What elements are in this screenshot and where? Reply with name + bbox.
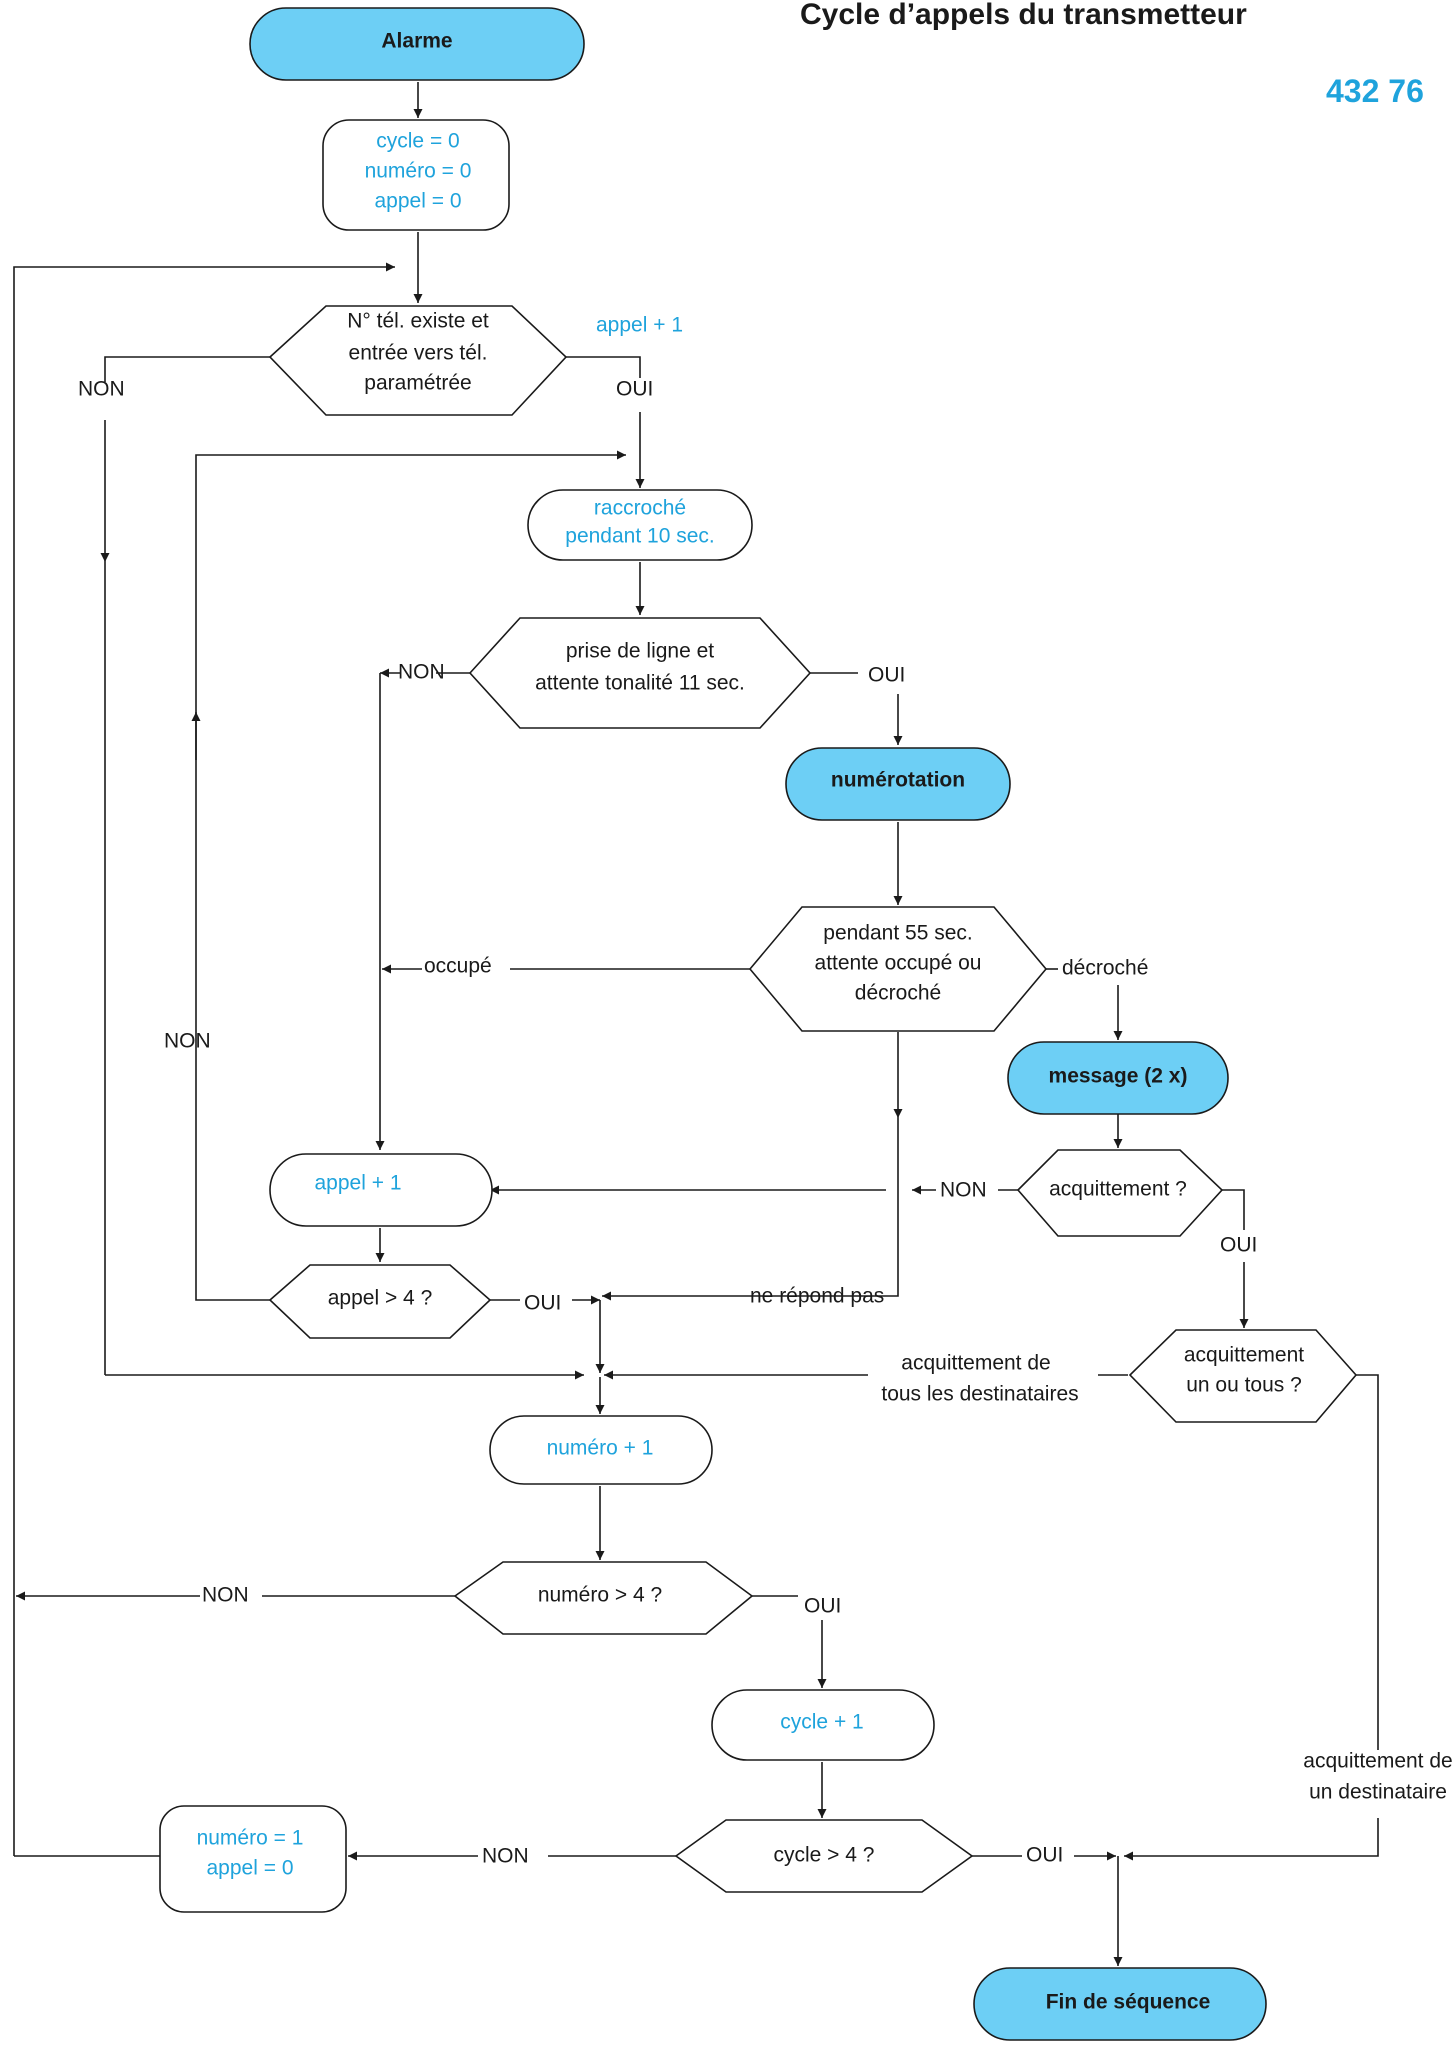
alarme-label: Alarme bbox=[381, 30, 452, 53]
message-label: message (2 x) bbox=[1049, 1065, 1188, 1088]
node-appel-plus: appel + 1 bbox=[269, 1153, 493, 1227]
node-attente: pendant 55 sec. attente occupé ou décroc… bbox=[748, 906, 1048, 1032]
acq-un-tous-line2: un ou tous ? bbox=[1186, 1374, 1302, 1397]
numero-plus-label: numéro + 1 bbox=[547, 1437, 654, 1460]
label-prise-oui: OUI bbox=[868, 664, 905, 687]
node-message: message (2 x) bbox=[1007, 1041, 1229, 1115]
attente-line1: pendant 55 sec. bbox=[823, 922, 972, 945]
node-numero-gt: numéro > 4 ? bbox=[453, 1561, 754, 1635]
fin-label: Fin de séquence bbox=[1046, 1991, 1211, 2014]
label-ne-repond-pas: ne répond pas bbox=[750, 1285, 884, 1308]
node-appel-gt: appel > 4 ? bbox=[268, 1264, 492, 1339]
node-raccroche: raccroché pendant 10 sec. bbox=[527, 489, 753, 561]
loop-return-line bbox=[13, 262, 395, 1856]
connectors bbox=[13, 82, 1379, 1966]
node-numerotation: numérotation bbox=[785, 747, 1011, 821]
label-cycle-oui: OUI bbox=[1026, 1844, 1063, 1867]
init-cycle: cycle = 0 bbox=[376, 130, 459, 153]
line-tel-oui bbox=[566, 356, 641, 378]
node-fin: Fin de séquence bbox=[973, 1967, 1267, 2041]
init-appel: appel = 0 bbox=[375, 190, 462, 213]
reset-appel: appel = 0 bbox=[207, 1857, 294, 1880]
node-acquittement: acquittement ? bbox=[1016, 1149, 1224, 1237]
attente-line2: attente occupé ou bbox=[815, 952, 982, 975]
raccroche-line2: pendant 10 sec. bbox=[565, 525, 714, 548]
tel-exists-line1: N° tél. existe et bbox=[347, 310, 489, 333]
acquittement-label: acquittement ? bbox=[1049, 1178, 1187, 1201]
label-numero-non: NON bbox=[202, 1584, 249, 1607]
node-tel-exists: N° tél. existe et entrée vers tél. param… bbox=[268, 305, 568, 416]
label-acq-un-2: un destinataire bbox=[1309, 1781, 1447, 1804]
arrow-acq-un bbox=[1124, 1818, 1379, 1861]
appel-plus-label: appel + 1 bbox=[315, 1172, 402, 1195]
node-numero-plus: numéro + 1 bbox=[489, 1415, 713, 1485]
init-numero: numéro = 0 bbox=[365, 160, 472, 183]
node-init: cycle = 0 numéro = 0 appel = 0 bbox=[322, 119, 510, 231]
label-occupe: occupé bbox=[424, 955, 492, 978]
cycle-gt-label: cycle > 4 ? bbox=[774, 1844, 875, 1867]
label-cycle-non: NON bbox=[482, 1845, 529, 1868]
numero-gt-label: numéro > 4 ? bbox=[538, 1584, 662, 1607]
page-title: Cycle d’appels du transmetteur bbox=[800, 0, 1247, 31]
label-prise-non: NON bbox=[398, 661, 445, 684]
node-acq-un-tous: acquittement un ou tous ? bbox=[1128, 1329, 1358, 1423]
label-acq-un-1: acquittement de bbox=[1303, 1750, 1452, 1773]
line-tel-non bbox=[104, 356, 270, 382]
label-appel-plus-1: appel + 1 bbox=[596, 314, 683, 337]
attente-line3: décroché bbox=[855, 982, 941, 1005]
loop-appel-back bbox=[195, 450, 626, 1301]
cycle-plus-label: cycle + 1 bbox=[780, 1711, 863, 1734]
label-acq-tous-1: acquittement de bbox=[901, 1352, 1050, 1375]
prise-line2: attente tonalité 11 sec. bbox=[535, 672, 745, 695]
reset-numero: numéro = 1 bbox=[197, 1827, 304, 1850]
reference-number: 432 76 bbox=[1326, 73, 1424, 109]
node-cycle-gt: cycle > 4 ? bbox=[674, 1819, 974, 1893]
label-acq-oui: OUI bbox=[1220, 1234, 1257, 1257]
tel-exists-line3: paramétrée bbox=[364, 372, 471, 395]
raccroche-line1: raccroché bbox=[594, 497, 686, 520]
label-loop-non: NON bbox=[164, 1030, 211, 1053]
node-cycle-plus: cycle + 1 bbox=[711, 1689, 935, 1761]
line-acq-oui bbox=[1222, 1189, 1245, 1230]
acq-un-tous-line1: acquittement bbox=[1184, 1344, 1304, 1367]
line-ne-repond bbox=[748, 1118, 899, 1297]
node-alarme: Alarme bbox=[249, 7, 585, 81]
prise-line1: prise de ligne et bbox=[566, 640, 714, 663]
label-tel-non: NON bbox=[78, 378, 125, 401]
label-decroche: décroché bbox=[1062, 957, 1148, 980]
node-prise-ligne: prise de ligne et attente tonalité 11 se… bbox=[468, 617, 812, 729]
label-numero-oui: OUI bbox=[804, 1595, 841, 1618]
node-reset: numéro = 1 appel = 0 bbox=[159, 1805, 347, 1913]
line-acq-un-a bbox=[1356, 1374, 1379, 1750]
label-acq-tous-2: tous les destinataires bbox=[881, 1383, 1078, 1406]
numerotation-label: numérotation bbox=[831, 769, 965, 792]
tel-exists-line2: entrée vers tél. bbox=[349, 342, 488, 365]
label-appel-oui: OUI bbox=[524, 1292, 561, 1315]
label-acq-non: NON bbox=[940, 1179, 987, 1202]
appel-gt-label: appel > 4 ? bbox=[328, 1287, 433, 1310]
label-tel-oui: OUI bbox=[616, 378, 653, 401]
